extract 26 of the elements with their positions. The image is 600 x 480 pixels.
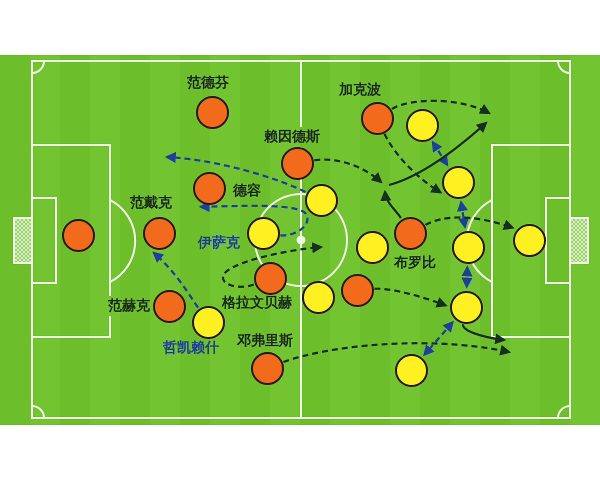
dashed-arrow: [222, 242, 324, 288]
player-name: 赖因德斯: [264, 129, 320, 145]
double-headed-arrow: [457, 200, 469, 229]
player-name: 邓弗里斯: [237, 333, 293, 349]
double-headed-arrow: [423, 320, 454, 356]
player-name: 哲凯赖什: [163, 340, 219, 356]
player-name: 布罗比: [394, 255, 436, 271]
double-headed-arrow: [461, 265, 473, 289]
dashed-arrow: [164, 152, 306, 193]
player-name: 伊萨克: [198, 235, 240, 251]
player-name: 德容: [233, 183, 261, 199]
player-name: 范德芬: [187, 75, 229, 91]
arrow: [462, 324, 506, 344]
arrow: [380, 190, 402, 219]
dashed-arrow: [425, 216, 515, 230]
dashed-arrow: [384, 133, 442, 194]
dashed-arrow: [314, 158, 383, 184]
dashed-arrow: [152, 251, 199, 308]
player-name: 范赫克: [108, 298, 150, 314]
dashed-arrow: [374, 288, 448, 308]
dashed-arrow: [392, 100, 491, 114]
player-name: 加克波: [339, 82, 381, 98]
player-name: 格拉文贝赫: [222, 295, 292, 311]
dashed-arrow: [283, 342, 512, 364]
double-headed-arrow: [432, 140, 448, 167]
player-name: 范戴克: [130, 195, 172, 211]
